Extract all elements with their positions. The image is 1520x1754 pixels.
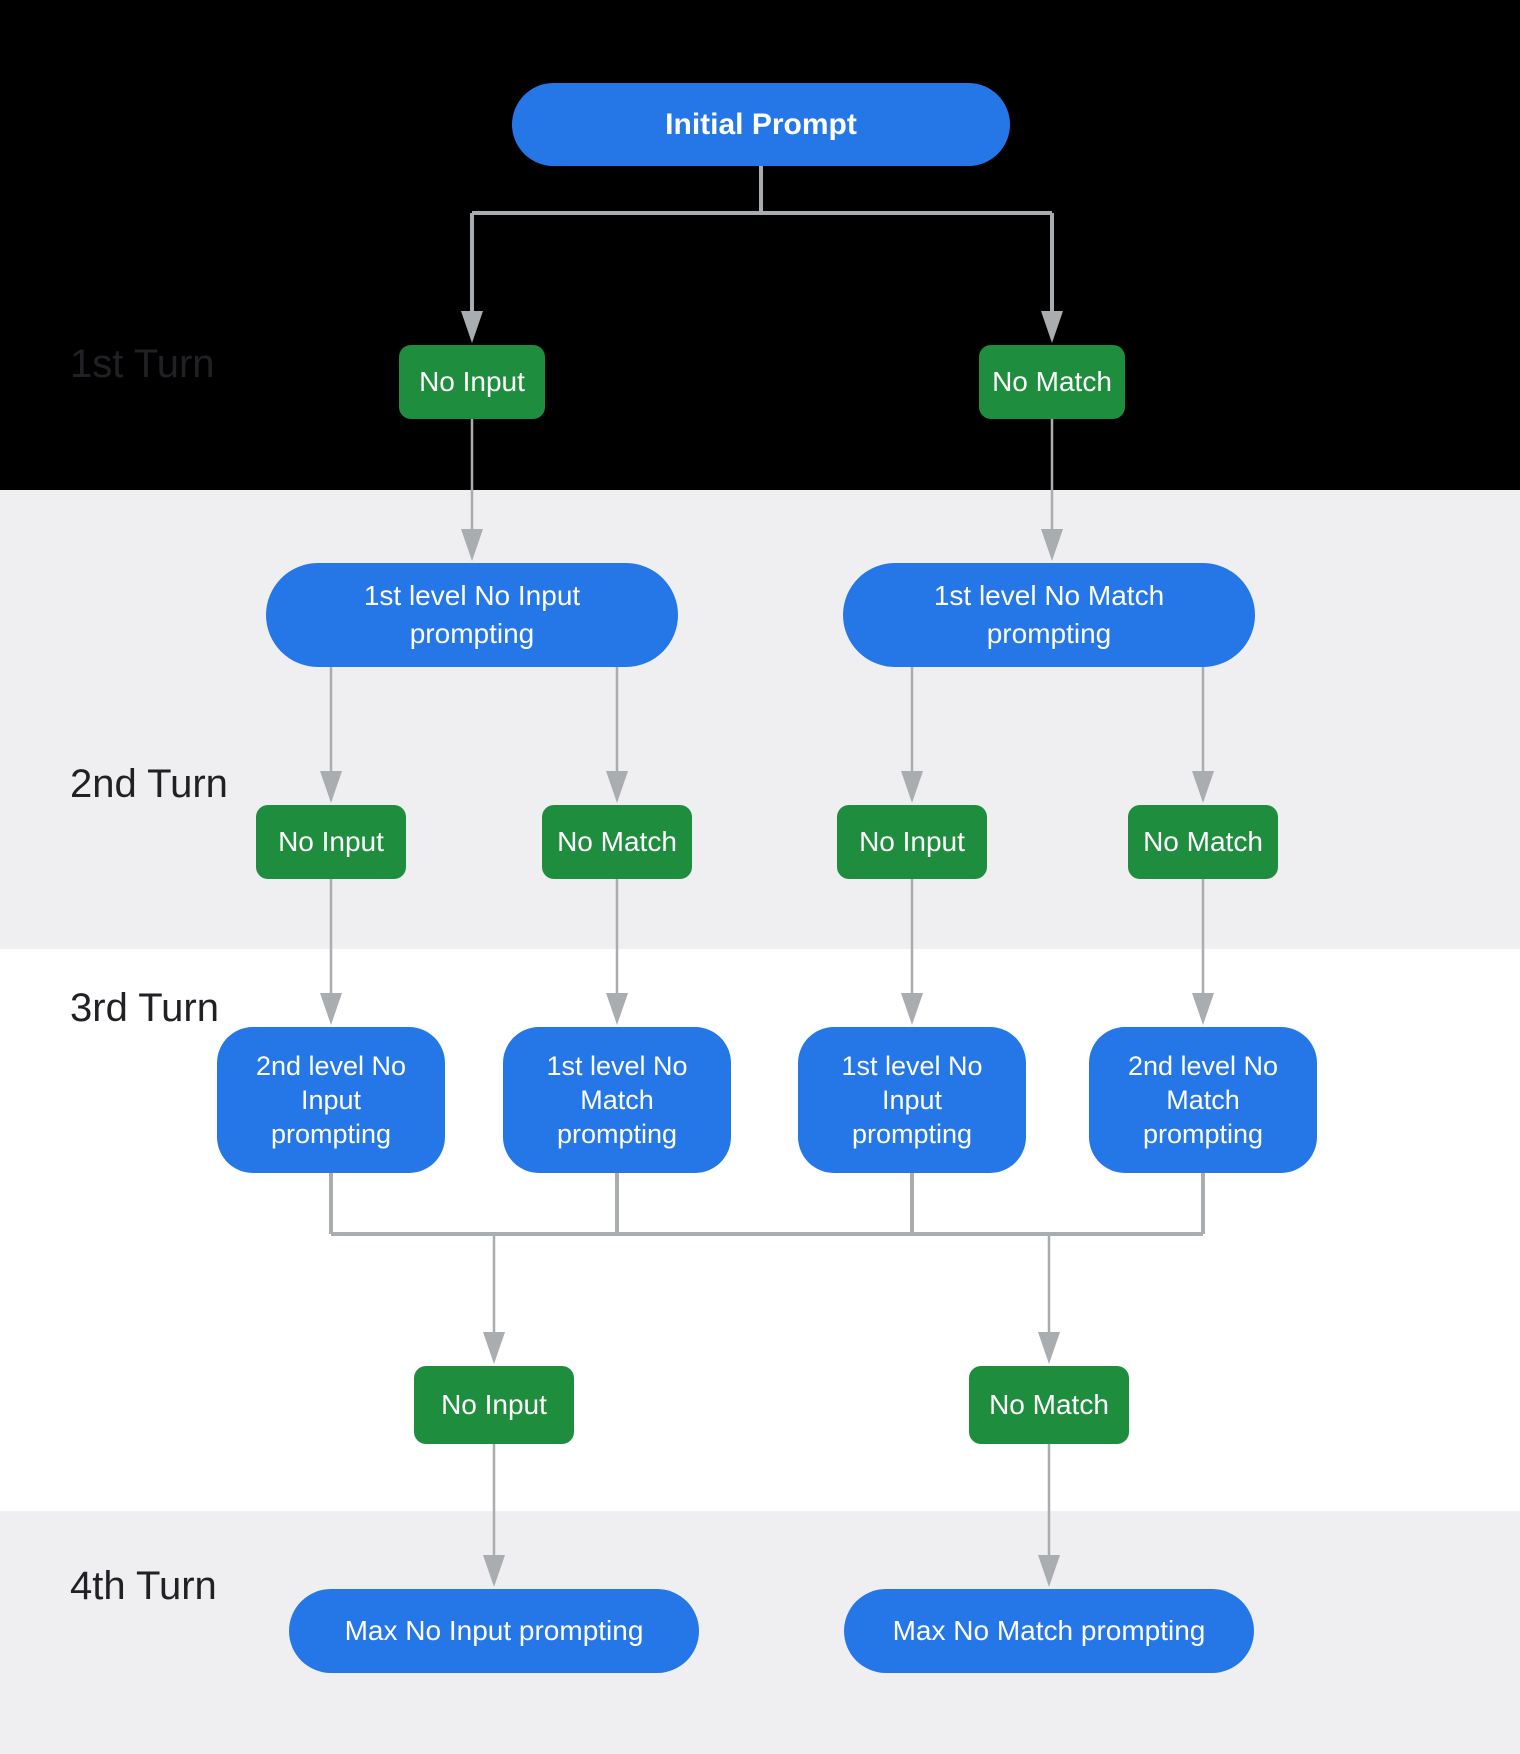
node-max-no-input-prompting: Max No Input prompting (289, 1589, 699, 1673)
node-2nd-level-no-match-prompting: 2nd level No Match prompting (1089, 1027, 1317, 1173)
node-1st-level-no-match-prompting: 1st level No Match prompting (843, 563, 1255, 667)
turn2-label: 2nd Turn (70, 762, 228, 806)
edge-turn1-to-prompts (461, 419, 1063, 561)
node-turn2-no-input-right: No Input (837, 805, 987, 879)
section-turn1-background (0, 0, 1520, 490)
node-turn3-no-input: No Input (414, 1366, 574, 1444)
node-turn2-no-match-right: No Match (1128, 805, 1278, 879)
node-2nd-level-no-input-prompting: 2nd level No Input prompting (217, 1027, 445, 1173)
node-1st-level-no-input-prompting-2: 1st level No Input prompting (798, 1027, 1026, 1173)
turn4-label: 4th Turn (70, 1564, 217, 1608)
node-initial-prompt: Initial Prompt (512, 83, 1010, 166)
node-turn1-no-match: No Match (979, 345, 1125, 419)
turn3-label: 3rd Turn (70, 986, 219, 1030)
edge-prompts-to-turn2 (320, 667, 1214, 803)
turn1-label: 1st Turn (70, 342, 215, 386)
edge-converging-bus (329, 1173, 1205, 1364)
section-turn4-background (0, 1511, 1520, 1754)
edge-root-split (461, 166, 1063, 343)
node-turn2-no-match-left: No Match (542, 805, 692, 879)
edge-turn3-to-max-prompts (483, 1444, 1060, 1587)
node-1st-level-no-match-prompting-2: 1st level No Match prompting (503, 1027, 731, 1173)
node-1st-level-no-input-prompting: 1st level No Input prompting (266, 563, 678, 667)
node-turn2-no-input-left: No Input (256, 805, 406, 879)
node-max-no-match-prompting: Max No Match prompting (844, 1589, 1254, 1673)
edge-turn2-to-turn3-prompts (320, 879, 1214, 1025)
node-turn1-no-input: No Input (399, 345, 545, 419)
node-turn3-no-match: No Match (969, 1366, 1129, 1444)
